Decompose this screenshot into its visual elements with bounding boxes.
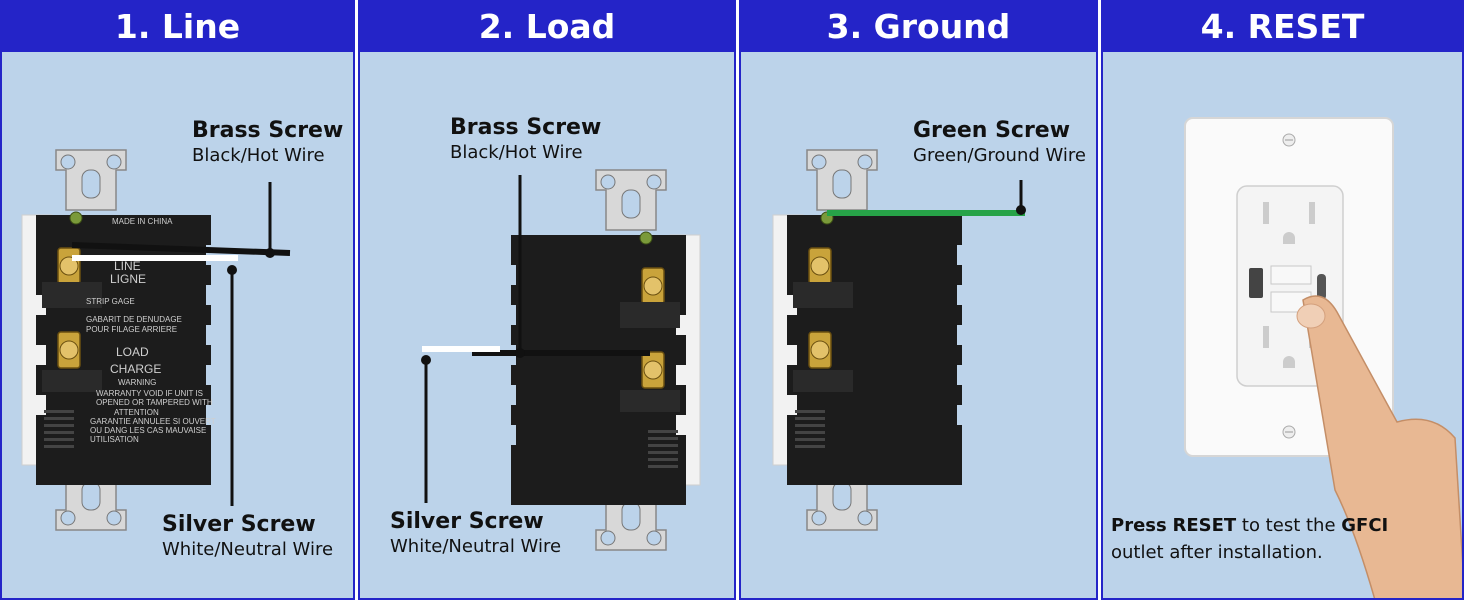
label-brass-screw: Brass Screw Black/Hot Wire — [450, 115, 602, 163]
device-ou: OU DANG LES CAS MAUVAISE — [90, 426, 206, 435]
panel-header: 2. Load — [360, 0, 734, 52]
device-warranty2: OPENED OR TAMPERED WITH — [96, 398, 213, 407]
device-warranty1: WARRANTY VOID IF UNIT IS — [96, 389, 203, 398]
device-made-in: MADE IN CHINA — [112, 217, 173, 226]
label-green-screw: Green Screw Green/Ground Wire — [913, 118, 1086, 166]
device-garantie: GARANTIE ANNULEE SI OUVERT — [90, 417, 216, 426]
device-line: LINE — [114, 259, 141, 273]
label-silver-screw: Silver Screw White/Neutral Wire — [162, 512, 334, 560]
device-ligne: LIGNE — [110, 272, 146, 286]
black-hot-wire — [71, 242, 291, 256]
device-gabarit: GABARIT DE DENUDAGE — [86, 315, 182, 324]
outlet-back-icon: MADE IN CHINA LINE LIGNE STRIP GAGE GABA… — [21, 149, 291, 531]
device-util: UTILISATION — [90, 435, 139, 444]
device-load: LOAD — [116, 345, 149, 359]
gfci-outlet-icon — [1184, 117, 1462, 598]
panel-header: 4. RESET — [1103, 0, 1462, 52]
panel-line: 1. Line MADE IN CHINA LINE LIGNE STRIP G… — [0, 0, 355, 600]
device-warning: WARNING — [118, 378, 156, 387]
panel-header: 1. Line — [2, 0, 353, 52]
device-strip: STRIP GAGE — [86, 297, 135, 306]
device-attention: ATTENTION — [114, 408, 159, 417]
finger-icon — [1296, 295, 1462, 598]
device-pour: POUR FILAGE ARRIERE — [86, 325, 177, 334]
panel-header: 3. Ground — [741, 0, 1096, 52]
outlet-back-icon — [772, 149, 1026, 531]
panel-ground: 3. Ground Green Screw Green/Ground Wire — [739, 0, 1098, 600]
label-silver-screw: Silver Screw White/Neutral Wire — [390, 509, 562, 557]
outlet-back-icon — [421, 169, 701, 551]
device-charge: CHARGE — [110, 362, 161, 376]
label-brass-screw: Brass Screw Black/Hot Wire — [192, 118, 344, 166]
panel-load: 2. Load Brass Screw Black/Hot Wire Silve… — [358, 0, 736, 600]
